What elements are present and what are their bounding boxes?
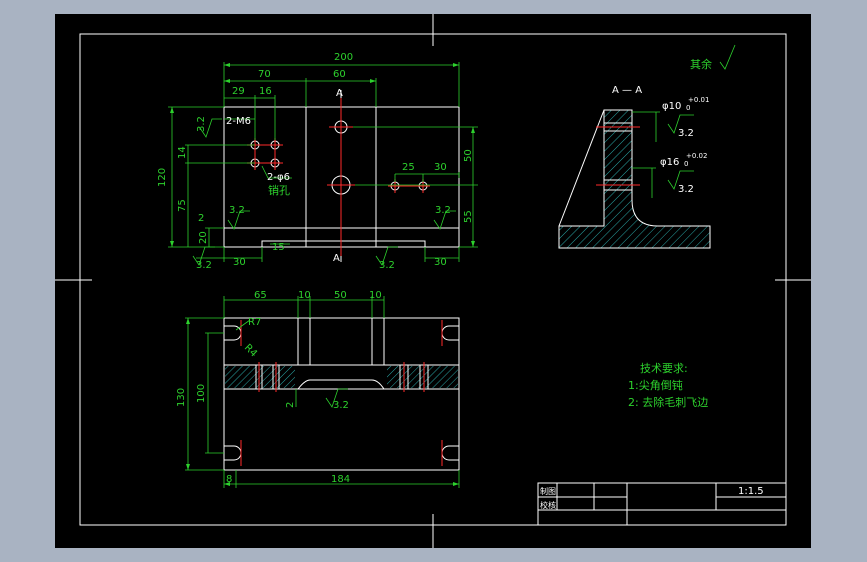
roughness-value: 3.2: [379, 260, 395, 271]
dim-25: 25: [402, 162, 415, 173]
tech-req-item: 2: 去除毛刺飞边: [628, 395, 708, 409]
bottom-view-arrowheads: [186, 318, 459, 486]
dim-29: 29: [232, 86, 245, 97]
section-hole-lines: [604, 122, 632, 191]
radius-r7: R7: [248, 317, 261, 328]
dim-2: 2: [198, 213, 204, 224]
dim-30-bottom-left: 30: [233, 257, 246, 268]
title-block-checked: 校核: [540, 500, 556, 510]
top-view: A A: [157, 52, 478, 271]
bottom-view-dimension-lines: [185, 296, 460, 488]
roughness-value: 3.2: [435, 205, 451, 216]
top-view-arrowheads: [170, 63, 475, 247]
roughness-value: 3.2: [196, 116, 207, 132]
dim-20: 20: [198, 231, 209, 244]
dim-130: 130: [176, 388, 187, 407]
hole-phi16-tolerance-lower: 0: [684, 160, 688, 168]
title-block-scale: 1:1.5: [738, 486, 764, 497]
dim-14: 14: [177, 146, 188, 159]
pin-hole-label: 销孔: [268, 183, 290, 197]
dim-100: 100: [196, 384, 207, 403]
dim-75: 75: [177, 199, 188, 212]
dim-10-right: 10: [369, 290, 382, 301]
section-profile: [558, 109, 711, 249]
dim-55: 55: [463, 210, 474, 223]
dim-2-m6: 2-M6: [226, 116, 251, 127]
bottom-view-hatch: [225, 366, 458, 388]
roughness-value: 3.2: [678, 184, 694, 195]
section-dimension-lines: [632, 111, 694, 198]
hole-phi10-tolerance: +0.01: [688, 96, 709, 104]
section-title: A — A: [612, 85, 642, 96]
dim-200: 200: [334, 52, 353, 63]
dim-60: 60: [333, 69, 346, 80]
section-label-a-bottom: A: [333, 253, 340, 264]
section-rib: [558, 109, 605, 227]
bottom-view-hole-lines: [255, 365, 429, 389]
top-view-dimension-lines: [168, 62, 478, 262]
title-block: 制图 校核 1:1.5: [537, 482, 787, 525]
dim-30-bottom-right: 30: [434, 257, 447, 268]
section-view-a-a: A — A φ10 +0.01 0 3.2 φ16 +0.02: [558, 85, 711, 249]
dim-50: 50: [463, 149, 474, 162]
drawing-sheet: [55, 14, 811, 548]
technical-requirements: 技术要求: 1:尖角倒钝 2: 去除毛刺飞边: [628, 362, 708, 409]
dim-16: 16: [259, 86, 272, 97]
centering-marks: [55, 14, 811, 548]
roughness-symbol-bottom: [325, 388, 348, 408]
dim-30-right: 30: [434, 162, 447, 173]
title-block-drawn: 制图: [540, 486, 556, 496]
hole-phi16-tolerance: +0.02: [686, 152, 707, 160]
roughness-value: 3.2: [229, 205, 245, 216]
bottom-view-centerlines: [240, 320, 443, 466]
roughness-value: 3.2: [678, 128, 694, 139]
other-surfaces-note: 其余: [690, 57, 712, 71]
dim-65: 65: [254, 290, 267, 301]
dim-10-left: 10: [298, 290, 311, 301]
roughness-symbol-general: [719, 44, 736, 70]
dim-70: 70: [258, 69, 271, 80]
section-label-a-top: A: [336, 88, 343, 99]
section-centerlines: [596, 126, 640, 186]
hole-phi10: φ10: [662, 101, 681, 112]
dim-8: 8: [226, 474, 232, 485]
dim-2-bottom: 2: [285, 402, 296, 408]
tech-req-item: 1:尖角倒钝: [628, 378, 683, 392]
hole-phi16: φ16: [660, 157, 679, 168]
tech-req-title: 技术要求:: [640, 362, 688, 375]
dim-120: 120: [157, 168, 168, 187]
dim-50-bottom: 50: [334, 290, 347, 301]
roughness-value: 3.2: [333, 400, 349, 411]
dim-184: 184: [331, 474, 350, 485]
roughness-symbols-top: [192, 118, 456, 266]
dim-15: 15: [272, 242, 285, 253]
roughness-value: 3.2: [196, 260, 212, 271]
hole-phi10-tolerance-lower: 0: [686, 104, 690, 112]
dim-2-phi6: 2-φ6: [267, 172, 290, 183]
